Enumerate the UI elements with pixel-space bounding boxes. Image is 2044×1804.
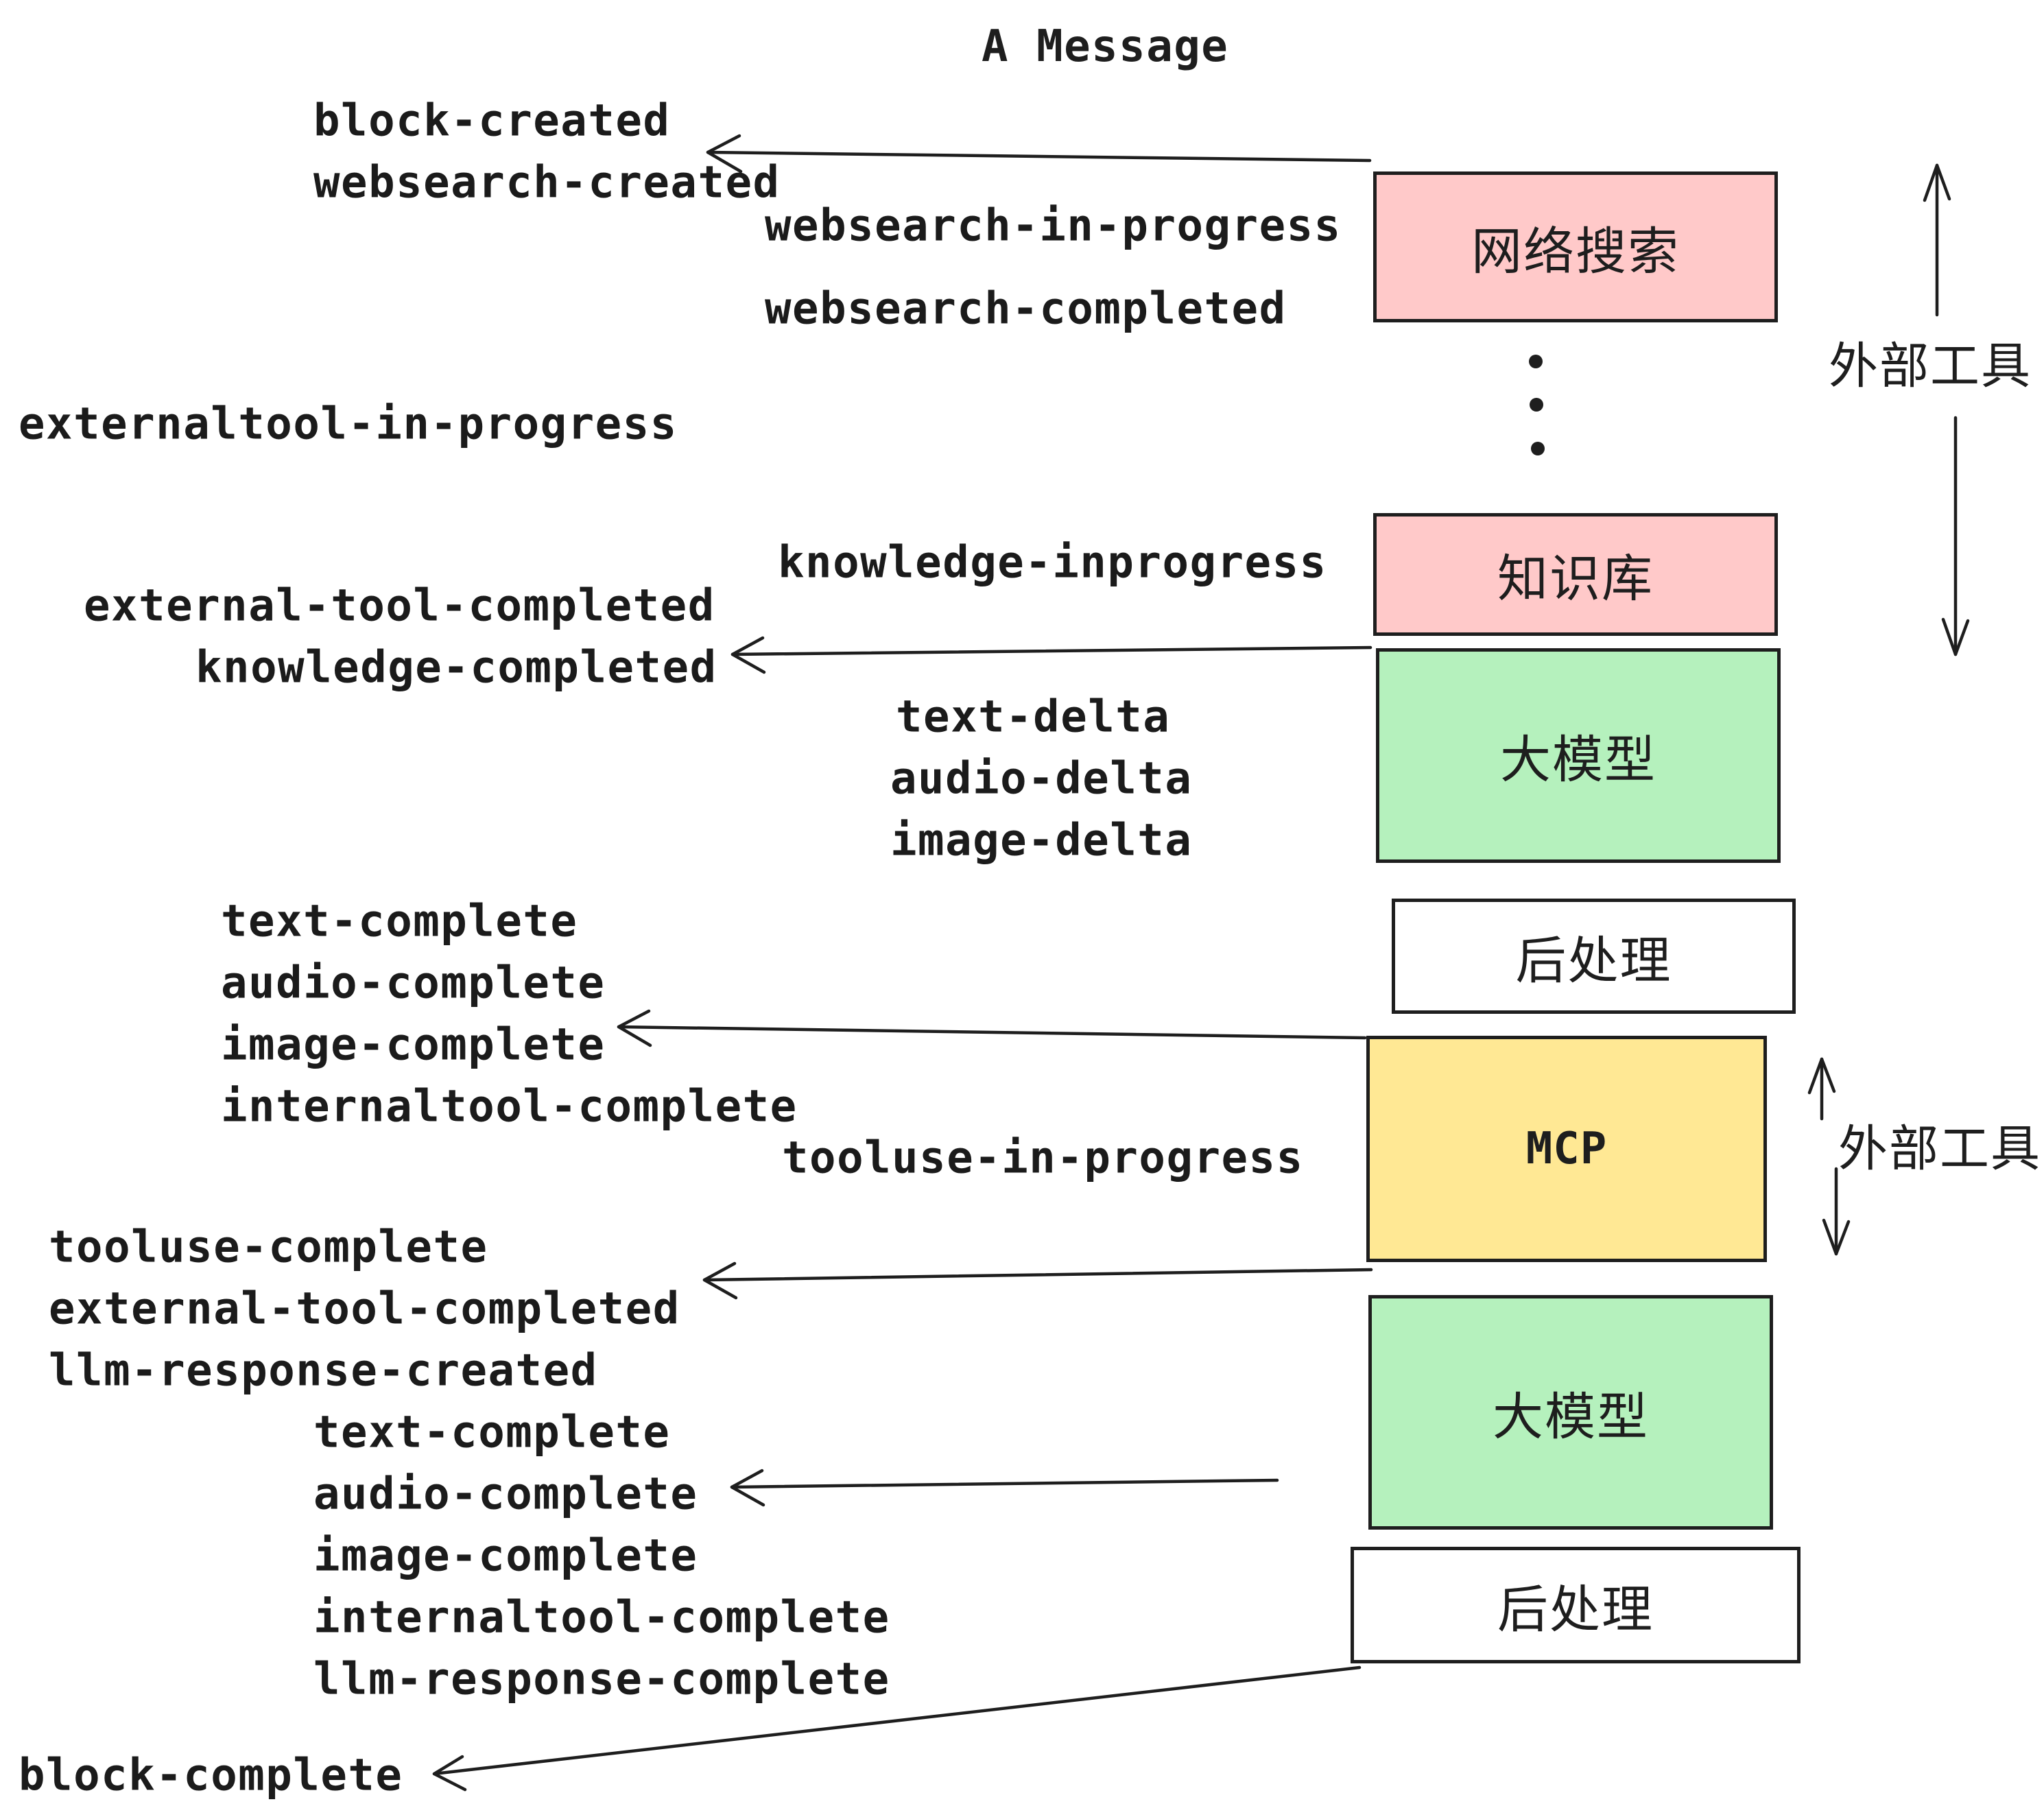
event-label-internaltool-complete-2: internaltool-complete — [313, 1592, 890, 1643]
event-label-audio-complete-2: audio-complete — [313, 1469, 698, 1520]
event-label-image-delta: image-delta — [890, 815, 1193, 866]
event-label-llm-response-complete: llm-response-complete — [313, 1654, 890, 1705]
arrow-knowledge-completed — [730, 636, 1372, 674]
event-label-audio-complete: audio-complete — [221, 958, 606, 1009]
event-label-internaltool-complete: internaltool-complete — [221, 1081, 798, 1132]
event-label-text-delta: text-delta — [896, 691, 1171, 743]
event-label-tooluse-complete: tooluse-complete — [49, 1222, 488, 1273]
event-label-websearch-completed: websearch-completed — [765, 283, 1287, 335]
event-label-websearch-in-progress: websearch-in-progress — [765, 200, 1342, 252]
box-postprocess-1: 后处理 — [1392, 899, 1796, 1014]
arrow-websearch-created — [706, 134, 1372, 174]
box-mcp-label: MCP — [1525, 1124, 1608, 1174]
event-label-websearch-created: websearch-created — [313, 157, 781, 209]
annotation-external-tools-1: 外部工具 — [1829, 339, 2032, 394]
box-websearch-label: 网络搜索 — [1471, 222, 1680, 280]
ellipsis-dots — [1529, 355, 1545, 455]
event-label-external-tool-completed-2: external-tool-completed — [49, 1283, 680, 1335]
box-llm-1-label: 大模型 — [1500, 731, 1656, 788]
event-label-tooluse-in-progress: tooluse-in-progress — [782, 1132, 1304, 1184]
event-label-knowledge-completed: knowledge-completed — [195, 642, 717, 693]
arrow-block-complete — [432, 1665, 1362, 1792]
external-tools2-down-arrow — [1822, 1167, 1851, 1256]
external-tools-down-arrow — [1941, 416, 1970, 656]
annotation-external-tools-2: 外部工具 — [1838, 1121, 2042, 1177]
external-tools2-up-arrow — [1807, 1057, 1836, 1121]
arrow-llm2-complete — [730, 1469, 1279, 1507]
box-llm-1: 大模型 — [1376, 648, 1781, 863]
box-postprocess-1-label: 后处理 — [1515, 931, 1672, 989]
box-postprocess-2-label: 后处理 — [1497, 1580, 1654, 1638]
box-mcp: MCP — [1366, 1036, 1767, 1262]
event-label-image-complete-2: image-complete — [313, 1530, 698, 1582]
page-title: A Message — [982, 21, 1229, 72]
event-label-image-complete: image-complete — [221, 1019, 606, 1071]
event-label-llm-response-created: llm-response-created — [49, 1345, 598, 1397]
event-label-block-created: block-created — [313, 95, 671, 147]
box-knowledge: 知识库 — [1373, 513, 1778, 636]
event-label-text-complete: text-complete — [221, 896, 578, 947]
event-label-audio-delta: audio-delta — [890, 753, 1193, 805]
event-label-external-tool-completed: external-tool-completed — [84, 580, 715, 632]
arrow-internal-complete — [617, 1009, 1367, 1047]
event-label-text-complete-2: text-complete — [313, 1407, 671, 1458]
event-label-externaltool-in-progress: externaltool-in-progress — [19, 399, 678, 450]
event-label-knowledge-inprogress: knowledge-inprogress — [778, 537, 1327, 589]
event-label-block-complete: block-complete — [19, 1750, 403, 1801]
box-knowledge-label: 知识库 — [1497, 550, 1654, 607]
box-websearch: 网络搜索 — [1373, 171, 1778, 322]
box-llm-2: 大模型 — [1368, 1295, 1773, 1530]
box-llm-2-label: 大模型 — [1493, 1388, 1649, 1445]
arrow-tooluse-complete — [702, 1261, 1373, 1300]
box-postprocess-2: 后处理 — [1351, 1547, 1801, 1663]
external-tools-up-arrow — [1923, 163, 1951, 317]
